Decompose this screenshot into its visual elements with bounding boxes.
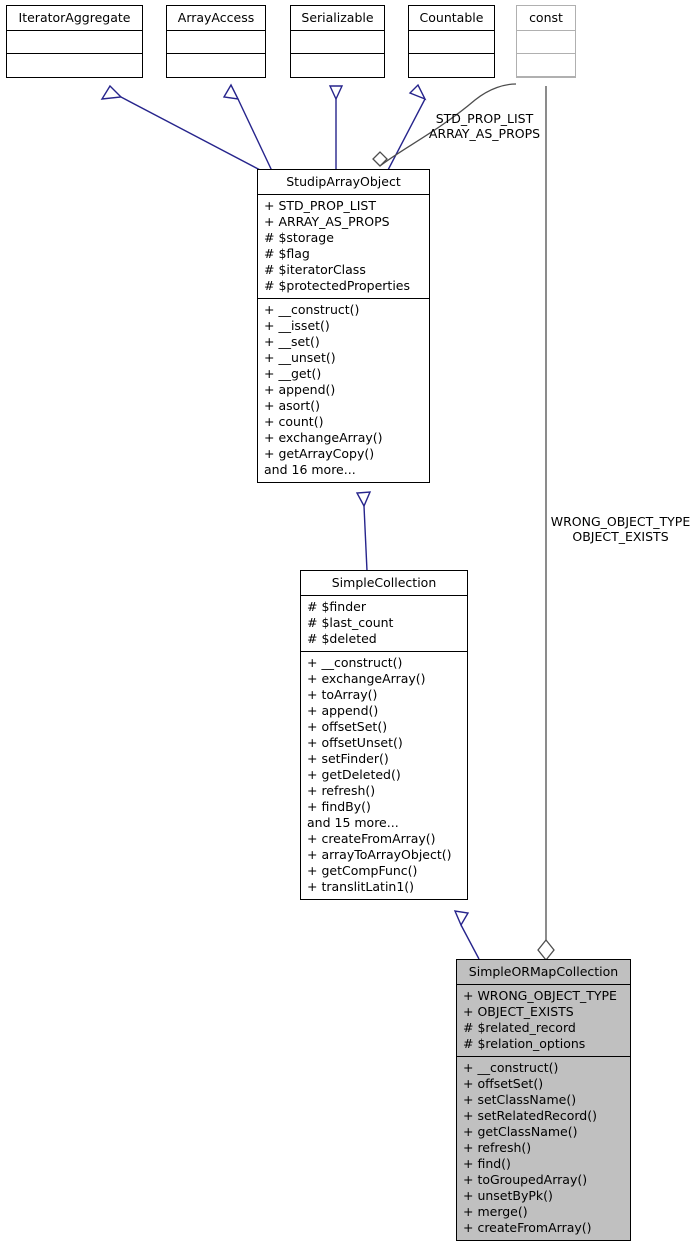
class-member-row: + offsetSet() [463, 1076, 544, 1091]
class-box-serializable[interactable]: Serializable [290, 5, 385, 78]
class-member-row: # $storage [264, 230, 334, 245]
class-member-row: + setFinder() [307, 751, 389, 766]
class-member-row: and 16 more... [264, 462, 356, 477]
edge-label-const-simpleormapcollection: WRONG_OBJECT_TYPE OBJECT_EXISTS [550, 514, 691, 544]
class-member-row: + getCompFunc() [307, 863, 418, 878]
class-member-row: # $last_count [307, 615, 394, 630]
class-box-studip-array-object[interactable]: StudipArrayObject + STD_PROP_LIST+ ARRAY… [257, 169, 430, 483]
edge-studiparrayobject-implements-arrayaccess [222, 83, 273, 172]
class-member-row: # $flag [264, 246, 310, 261]
class-member-row: + refresh() [463, 1140, 532, 1155]
class-member-row: + exchangeArray() [264, 430, 383, 445]
class-title: Serializable [291, 6, 384, 31]
class-title: IteratorAggregate [7, 6, 142, 31]
class-member-row: + arrayToArrayObject() [307, 847, 452, 862]
class-title: SimpleORMapCollection [457, 960, 630, 985]
class-methods-section: + __construct()+ __isset()+ __set()+ __u… [258, 299, 429, 482]
class-member-row: + toGroupedArray() [463, 1172, 588, 1187]
class-member-row: # $relation_options [463, 1036, 586, 1051]
class-attributes-section [167, 31, 265, 54]
class-box-array-access[interactable]: ArrayAccess [166, 5, 266, 78]
edge-studiparrayobject-implements-iteratoraggregate [100, 84, 263, 172]
class-title: ArrayAccess [167, 6, 265, 31]
class-member-row: # $iteratorClass [264, 262, 366, 277]
class-member-row: + __isset() [264, 318, 330, 333]
class-member-row: + translitLatin1() [307, 879, 415, 894]
class-title: SimpleCollection [301, 571, 467, 596]
class-box-simple-ormap-collection[interactable]: SimpleORMapCollection + WRONG_OBJECT_TYP… [456, 959, 631, 1241]
edge-simplecollection-extends-studiparrayobject [355, 491, 372, 572]
class-member-row: + createFromArray() [307, 831, 436, 846]
class-member-row: + setRelatedRecord() [463, 1108, 597, 1123]
class-member-row: + count() [264, 414, 324, 429]
class-attributes-section: + STD_PROP_LIST+ ARRAY_AS_PROPS# $storag… [258, 195, 429, 299]
class-member-row: + setClassName() [463, 1092, 577, 1107]
class-member-row: + offsetSet() [307, 719, 388, 734]
class-attributes-section [517, 31, 575, 54]
class-member-row: # $protectedProperties [264, 278, 411, 293]
class-member-row: + append() [264, 382, 336, 397]
class-attributes-section [409, 31, 494, 54]
class-member-row: + __unset() [264, 350, 336, 365]
class-attributes-section [291, 31, 384, 54]
class-member-row: # $related_record [463, 1020, 576, 1035]
class-box-const[interactable]: const [516, 5, 576, 78]
class-member-row: # $finder [307, 599, 366, 614]
class-attributes-section: + WRONG_OBJECT_TYPE+ OBJECT_EXISTS# $rel… [457, 985, 630, 1057]
class-member-row: + __construct() [463, 1060, 559, 1075]
class-attributes-section [7, 31, 142, 54]
class-member-row: # $deleted [307, 631, 377, 646]
class-member-row: + append() [307, 703, 379, 718]
class-methods-section: + __construct()+ exchangeArray()+ toArra… [301, 652, 467, 899]
class-member-row: and 15 more... [307, 815, 399, 830]
class-member-row: + STD_PROP_LIST [264, 198, 376, 213]
class-title: StudipArrayObject [258, 170, 429, 195]
class-member-row: + toArray() [307, 687, 378, 702]
class-methods-section [291, 54, 384, 77]
class-member-row: + unsetByPk() [463, 1188, 553, 1203]
class-attributes-section: # $finder# $last_count# $deleted [301, 596, 467, 652]
class-member-row: + getArrayCopy() [264, 446, 375, 461]
class-member-row: + asort() [264, 398, 321, 413]
class-member-row: + OBJECT_EXISTS [463, 1004, 574, 1019]
class-member-row: + ARRAY_AS_PROPS [264, 214, 390, 229]
class-title: const [517, 6, 575, 31]
class-title: Countable [409, 6, 494, 31]
class-member-row: + merge() [463, 1204, 528, 1219]
class-member-row: + findBy() [307, 799, 371, 814]
class-member-row: + refresh() [307, 783, 376, 798]
class-member-row: + find() [463, 1156, 511, 1171]
class-box-countable[interactable]: Countable [408, 5, 495, 78]
class-box-iterator-aggregate[interactable]: IteratorAggregate [6, 5, 143, 78]
class-methods-section [409, 54, 494, 77]
class-member-row: + exchangeArray() [307, 671, 426, 686]
class-methods-section [517, 54, 575, 77]
class-member-row: + getClassName() [463, 1124, 578, 1139]
edge-simpleormapcollection-extends-simplecollection [453, 910, 480, 960]
class-member-row: + createFromArray() [463, 1220, 592, 1235]
class-member-row: + getDeleted() [307, 767, 401, 782]
edge-label-const-studiparrayobject: STD_PROP_LIST ARRAY_AS_PROPS [428, 111, 541, 141]
class-methods-section [7, 54, 142, 77]
class-member-row: + WRONG_OBJECT_TYPE [463, 988, 617, 1003]
class-methods-section [167, 54, 265, 77]
class-methods-section: + __construct()+ offsetSet()+ setClassNa… [457, 1057, 630, 1240]
class-member-row: + offsetUnset() [307, 735, 403, 750]
class-member-row: + __construct() [264, 302, 360, 317]
class-member-row: + __construct() [307, 655, 403, 670]
class-member-row: + __set() [264, 334, 320, 349]
class-member-row: + __get() [264, 366, 322, 381]
class-box-simple-collection[interactable]: SimpleCollection # $finder# $last_count#… [300, 570, 468, 900]
edge-studiparrayobject-implements-serializable [328, 85, 344, 171]
